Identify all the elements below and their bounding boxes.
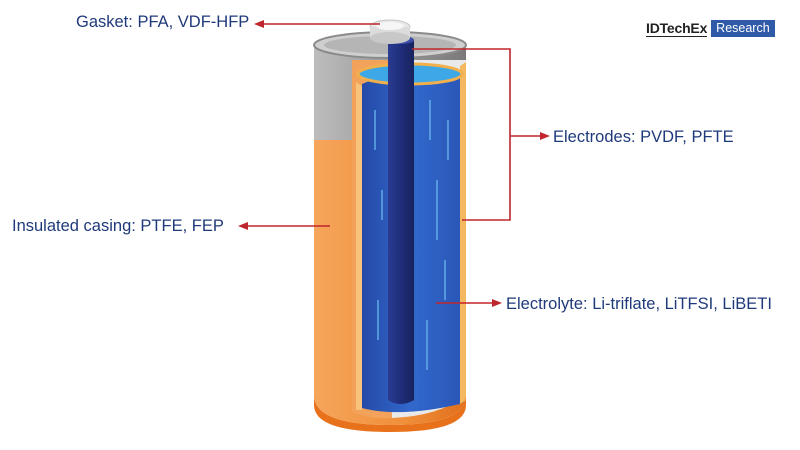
casing-arrowhead [238,222,248,230]
electrodes-arrowhead [540,132,550,140]
electrolyte-arrowhead [492,299,502,307]
central-rod [388,40,414,404]
separator-layer [460,62,466,404]
logo-brand: IDTechEx [646,19,708,37]
electrolyte-label: Electrolyte: Li-triflate, LiTFSI, LiBETI [506,295,772,313]
insulated-casing-label: Insulated casing: PTFE, FEP [12,217,224,235]
idtechex-logo: IDTechEx Research [646,20,775,37]
electrodes-bracket [412,48,511,221]
logo-research-tag: Research [711,20,775,37]
gasket-arrowhead [254,20,264,28]
electrodes-label: Electrodes: PVDF, PFTE [553,128,734,146]
gasket-label: Gasket: PFA, VDF-HFP [76,13,250,31]
